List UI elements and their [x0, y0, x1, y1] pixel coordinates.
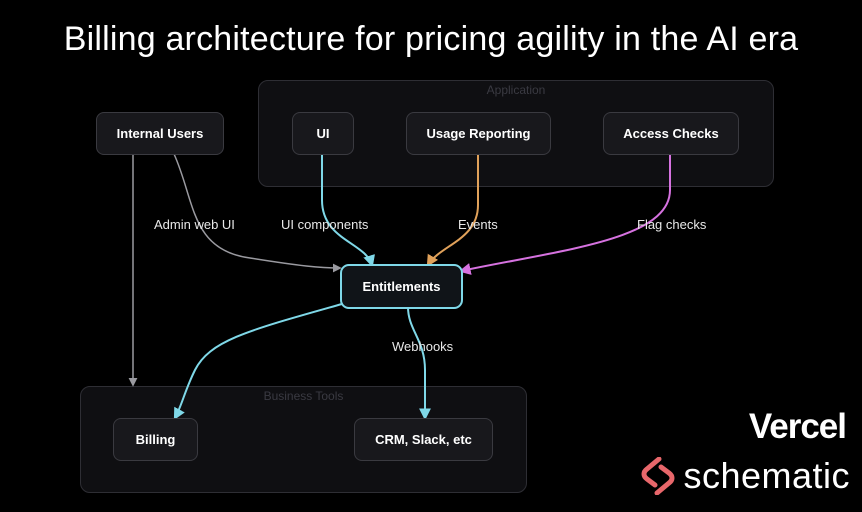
- node-internal-users: Internal Users: [96, 112, 224, 155]
- edge-label-ui-components: UI components: [281, 217, 369, 232]
- node-entitlements: Entitlements: [340, 264, 463, 309]
- schematic-mark-icon: [641, 457, 675, 495]
- schematic-wordmark: schematic: [683, 455, 850, 496]
- edge-admin-web-ui: [173, 153, 342, 273]
- edge-label-admin-web-ui: Admin web UI: [154, 217, 235, 232]
- vercel-logo: Vercel: [748, 407, 847, 446]
- edge-label-events: Events: [458, 217, 498, 232]
- application-group-label: Application: [486, 83, 546, 97]
- edge-ui-components: [321, 154, 375, 268]
- edge-label-webhooks: Webhooks: [392, 339, 454, 354]
- node-ui: UI: [292, 112, 354, 155]
- edge-webhooks: [407, 306, 431, 421]
- node-usage-reporting: Usage Reporting: [406, 112, 551, 155]
- node-crm: CRM, Slack, etc: [354, 418, 493, 461]
- edge-flag-checks: [458, 154, 671, 275]
- node-billing: Billing: [113, 418, 198, 461]
- diagram-title: Billing architecture for pricing agility…: [63, 20, 799, 58]
- business-tools-group-label: Business Tools: [263, 389, 344, 403]
- edge-entitlements-billing: [173, 303, 343, 421]
- edge-label-flag-checks: Flag checks: [637, 217, 707, 232]
- schematic-logo: schematic: [641, 455, 850, 497]
- node-access-checks: Access Checks: [603, 112, 739, 155]
- edge-events: [426, 154, 479, 268]
